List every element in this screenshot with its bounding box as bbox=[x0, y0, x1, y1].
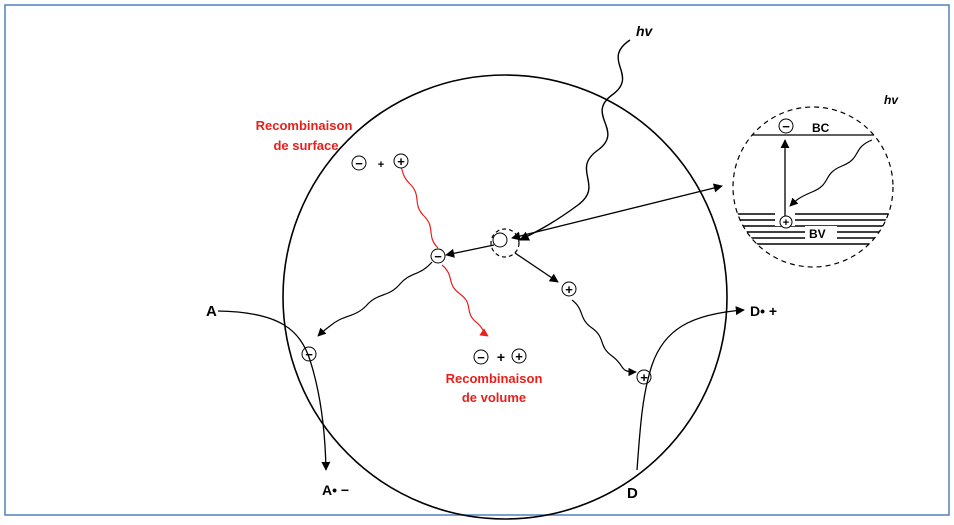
hv-label-inset: hv bbox=[884, 93, 899, 107]
svg-text:+: + bbox=[640, 370, 648, 385]
volume-pair: − + + bbox=[473, 348, 527, 365]
volume-recombination-label-2: de volume bbox=[462, 390, 526, 405]
acceptor-reduced-label: A• − bbox=[322, 482, 349, 498]
zoom-arrow bbox=[511, 183, 723, 241]
svg-text:+: + bbox=[565, 282, 573, 297]
surface-pair: − + + bbox=[351, 153, 409, 171]
svg-text:−: − bbox=[434, 249, 442, 264]
hole-surface-wave bbox=[571, 299, 637, 377]
svg-text:+: + bbox=[497, 349, 505, 365]
donor-oxidized-label: D• + bbox=[750, 303, 777, 319]
donor-label: D bbox=[627, 485, 638, 502]
donor-curve bbox=[636, 306, 745, 471]
surface-recombination-label-2: de surface bbox=[273, 138, 338, 153]
hole-bulk: + bbox=[561, 281, 577, 297]
svg-text:+: + bbox=[378, 159, 384, 171]
electron-migration-arrow bbox=[445, 244, 495, 258]
svg-text:+: + bbox=[397, 154, 405, 169]
excitation-site bbox=[490, 228, 520, 258]
band-valence-label: BV bbox=[809, 227, 826, 241]
excitation-electron-marker bbox=[492, 232, 508, 248]
volume-recombination-label-1: Recombinaison bbox=[446, 371, 543, 386]
acceptor-curve bbox=[217, 310, 331, 471]
particle-circle bbox=[282, 74, 728, 520]
electron-surface: − bbox=[301, 346, 317, 362]
electron-bulk: − bbox=[430, 248, 446, 264]
svg-text:+: + bbox=[783, 217, 789, 229]
hole-migration-arrow bbox=[514, 252, 559, 283]
band-inset: − + BC BV bbox=[732, 106, 894, 268]
svg-text:+: + bbox=[515, 349, 523, 364]
frame-border bbox=[4, 4, 950, 516]
photon-wave-main bbox=[519, 39, 631, 241]
svg-text:−: − bbox=[355, 156, 363, 171]
volume-recombination-wave bbox=[441, 264, 489, 337]
surface-recombination-label-1: Recombinaison bbox=[256, 118, 353, 133]
electron-surface-wave bbox=[317, 261, 433, 337]
acceptor-label: A bbox=[206, 303, 217, 320]
hv-label-main: hv bbox=[636, 23, 654, 39]
svg-text:−: − bbox=[782, 119, 790, 134]
svg-text:−: − bbox=[305, 347, 313, 362]
svg-text:−: − bbox=[477, 350, 485, 365]
band-conduction-label: BC bbox=[812, 121, 830, 135]
surface-recombination-wave bbox=[393, 159, 439, 249]
